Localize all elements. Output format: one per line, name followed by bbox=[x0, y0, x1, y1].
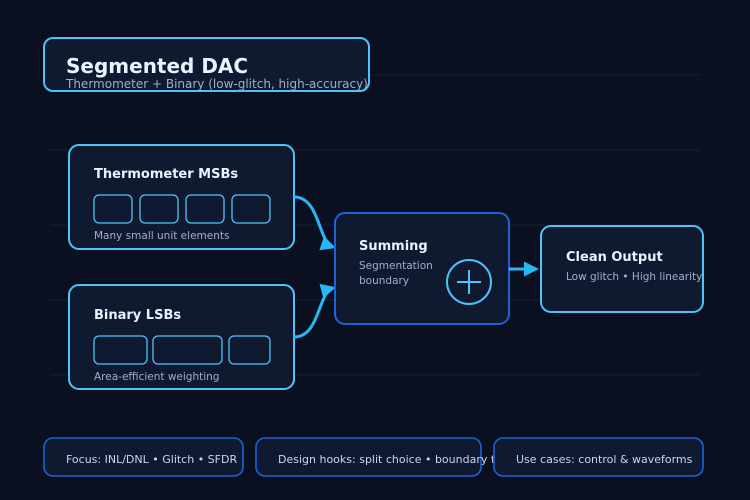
footer-use-cases: Use cases: control & waveforms bbox=[493, 437, 704, 477]
page-title: Segmented DAC bbox=[66, 54, 248, 78]
footer-design-hooks: Design hooks: split choice • boundary te… bbox=[255, 437, 518, 477]
weighted-element bbox=[152, 335, 223, 365]
use-cases-text: Use cases: control & waveforms bbox=[516, 453, 693, 466]
lsb-to-summing-arrow bbox=[293, 283, 336, 339]
plus-circle-icon bbox=[446, 259, 492, 305]
summing-caption-line2: boundary bbox=[359, 275, 409, 287]
weighted-element bbox=[228, 335, 271, 365]
unit-element bbox=[185, 194, 225, 224]
binary-caption: Area-efficient weighting bbox=[94, 371, 219, 383]
footer-focus: Focus: INL/DNL • Glitch • SFDR bbox=[43, 437, 244, 477]
summing-node: Summing Segmentation boundary bbox=[334, 212, 510, 325]
focus-pill bbox=[43, 437, 244, 477]
weighted-element bbox=[93, 335, 148, 365]
header-box bbox=[43, 37, 370, 92]
design-hooks-text: Design hooks: split choice • boundary te… bbox=[278, 453, 518, 466]
binary-title: Binary LSBs bbox=[94, 308, 181, 323]
thermometer-title: Thermometer MSBs bbox=[94, 167, 238, 182]
output-node: Clean Output Low glitch • High linearity bbox=[540, 225, 704, 313]
thermometer-caption: Many small unit elements bbox=[94, 230, 229, 242]
focus-text: Focus: INL/DNL • Glitch • SFDR bbox=[66, 453, 237, 466]
page-subtitle: Thermometer + Binary (low-glitch, high-a… bbox=[65, 77, 368, 91]
design-hooks-pill bbox=[255, 437, 482, 477]
output-caption: Low glitch • High linearity bbox=[566, 271, 702, 283]
output-title: Clean Output bbox=[566, 250, 663, 265]
thermometer-node: Thermometer MSBs Many small unit element… bbox=[68, 144, 295, 250]
summing-caption-line1: Segmentation bbox=[359, 260, 433, 272]
header-card: Segmented DAC Thermometer + Binary (low-… bbox=[43, 37, 370, 92]
unit-element bbox=[231, 194, 271, 224]
use-cases-pill bbox=[493, 437, 704, 477]
unit-element bbox=[93, 194, 133, 224]
unit-element bbox=[139, 194, 179, 224]
binary-node: Binary LSBs Area-efficient weighting bbox=[68, 284, 295, 390]
summing-title: Summing bbox=[359, 239, 428, 254]
msb-to-summing-arrow bbox=[293, 195, 336, 251]
output-box bbox=[540, 225, 704, 313]
